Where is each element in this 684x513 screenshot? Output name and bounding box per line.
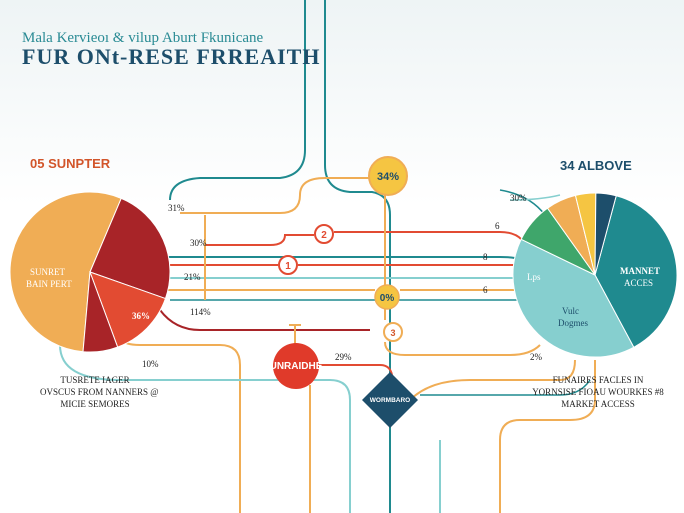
- left-heading: 05 SUNPTER: [30, 156, 111, 171]
- right-label-6a: 6: [495, 221, 500, 231]
- right-pie-slice-label: Lps: [527, 272, 541, 282]
- right-pie-label-2: ACCES: [624, 278, 654, 288]
- left-caption: TUSRETE IAGER OVSCUS FROM NANNERS @ MICI…: [40, 374, 159, 410]
- left-pie-slice-4: [82, 271, 119, 353]
- node-three-circle: [383, 322, 403, 342]
- right-caption-line-3: MARKET ACCESS: [561, 399, 635, 409]
- title-line-2: FUR ONt-RESE FRREAITH: [22, 44, 321, 69]
- node-top-circle: [368, 156, 408, 196]
- left-pie-slice-3: [89, 271, 167, 348]
- red-node-circle: [273, 343, 319, 389]
- right-inner-label-2: Dogmes: [558, 318, 588, 328]
- left-pie-label-2: BAIN PERT: [26, 279, 72, 289]
- left-label-30: 30%: [190, 238, 207, 248]
- left-caption-line-1: TUSRETE IAGER: [60, 375, 130, 385]
- flow-line-red-1: [205, 234, 314, 246]
- right-inner-label-1: Vulc: [562, 306, 579, 316]
- diamond-node-text: WORMBARO: [370, 397, 410, 404]
- flow-line-red-right-1: [334, 231, 523, 241]
- left-label-10: 10%: [142, 359, 159, 369]
- red-node-text: UNRAIDHE: [270, 361, 323, 372]
- left-pie-slice-label: 36%: [132, 311, 150, 321]
- left-caption-line-3: MICIE SEMORES: [60, 399, 130, 409]
- right-pie-slice-6: [594, 192, 617, 276]
- flow-line-teal-down-2: [420, 379, 591, 396]
- left-label-31: 31%: [168, 203, 185, 213]
- flow-line-darkred-1: [159, 309, 370, 331]
- node-two-text: 2: [321, 230, 327, 241]
- right-caption-line-1: FUNAIRES FACLES IN: [552, 375, 644, 385]
- right-label-2: 2%: [530, 352, 542, 362]
- node-mid-circle: [374, 284, 400, 310]
- flow-line-orange-down-1: [119, 334, 241, 513]
- node-two-circle: [314, 224, 334, 244]
- node-mid-text: 0%: [380, 293, 395, 304]
- right-caption-line-2: YORNSISE FIOAU WOURKES #8: [532, 387, 664, 397]
- diamond-node: [362, 372, 418, 428]
- right-pie-label-1: MANNET: [620, 266, 660, 276]
- left-caption-line-2: OVSCUS FROM NANNERS @: [40, 387, 159, 397]
- node-one-text: 1: [285, 261, 291, 272]
- flow-line-orange-down-4: [409, 359, 576, 401]
- left-label-114: 114%: [190, 307, 211, 317]
- flow-line-red-down: [318, 364, 393, 376]
- flow-line-orange-1: [180, 177, 372, 214]
- node-top-text: 34%: [377, 171, 399, 183]
- flow-line-teal-right-top-2: [509, 194, 561, 201]
- right-heading: 34 ALBOVE: [560, 158, 632, 173]
- right-caption: FUNAIRES FACLES IN YORNSISE FIOAU WOURKE…: [528, 374, 668, 410]
- flow-line-orange-bottom: [384, 341, 541, 356]
- right-label-30: 30%: [510, 193, 527, 203]
- right-pie-slice-2: [512, 238, 635, 358]
- left-pie-slice-2: [89, 197, 171, 300]
- left-pie: [9, 191, 171, 353]
- right-label-6b: 6: [483, 285, 488, 295]
- node-one-circle: [278, 255, 298, 275]
- right-label-8: 8: [483, 252, 488, 262]
- left-pie-slice-1: [9, 191, 122, 353]
- left-pie-label-1: SUNRET: [30, 267, 66, 277]
- right-pie: [512, 192, 678, 358]
- right-pie-slice-1: [594, 195, 678, 348]
- flow-line-teal-1: [150, 256, 526, 263]
- left-label-21: 21%: [184, 272, 201, 282]
- node-three-text: 3: [390, 328, 395, 338]
- flow-line-orange-right-down: [499, 360, 596, 513]
- flow-line-teal-trunk-2: [324, 0, 391, 513]
- flow-line-lightteal-down: [59, 344, 351, 513]
- flow-line-teal-trunk: [169, 0, 306, 201]
- center-label-29: 29%: [335, 352, 352, 362]
- title-line-1: Mala Kervieoı & vilup Aburt Fkunicane: [22, 30, 264, 46]
